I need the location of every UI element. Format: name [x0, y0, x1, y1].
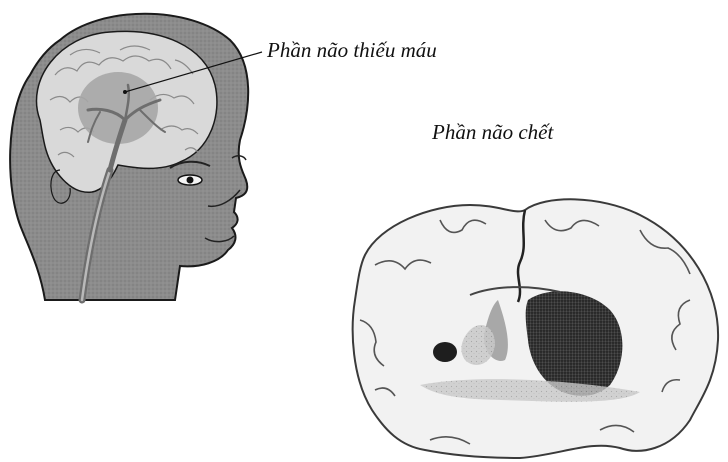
brain-slice-photo: [353, 199, 718, 458]
ischemic-region-label: Phần não thiếu máu: [267, 38, 437, 63]
ischemic-pointer-dot: [123, 90, 127, 94]
dark-spot-left: [433, 342, 457, 362]
head-illustration: [10, 14, 262, 300]
dead-region-label: Phần não chết: [432, 120, 553, 145]
pupil: [187, 177, 194, 184]
